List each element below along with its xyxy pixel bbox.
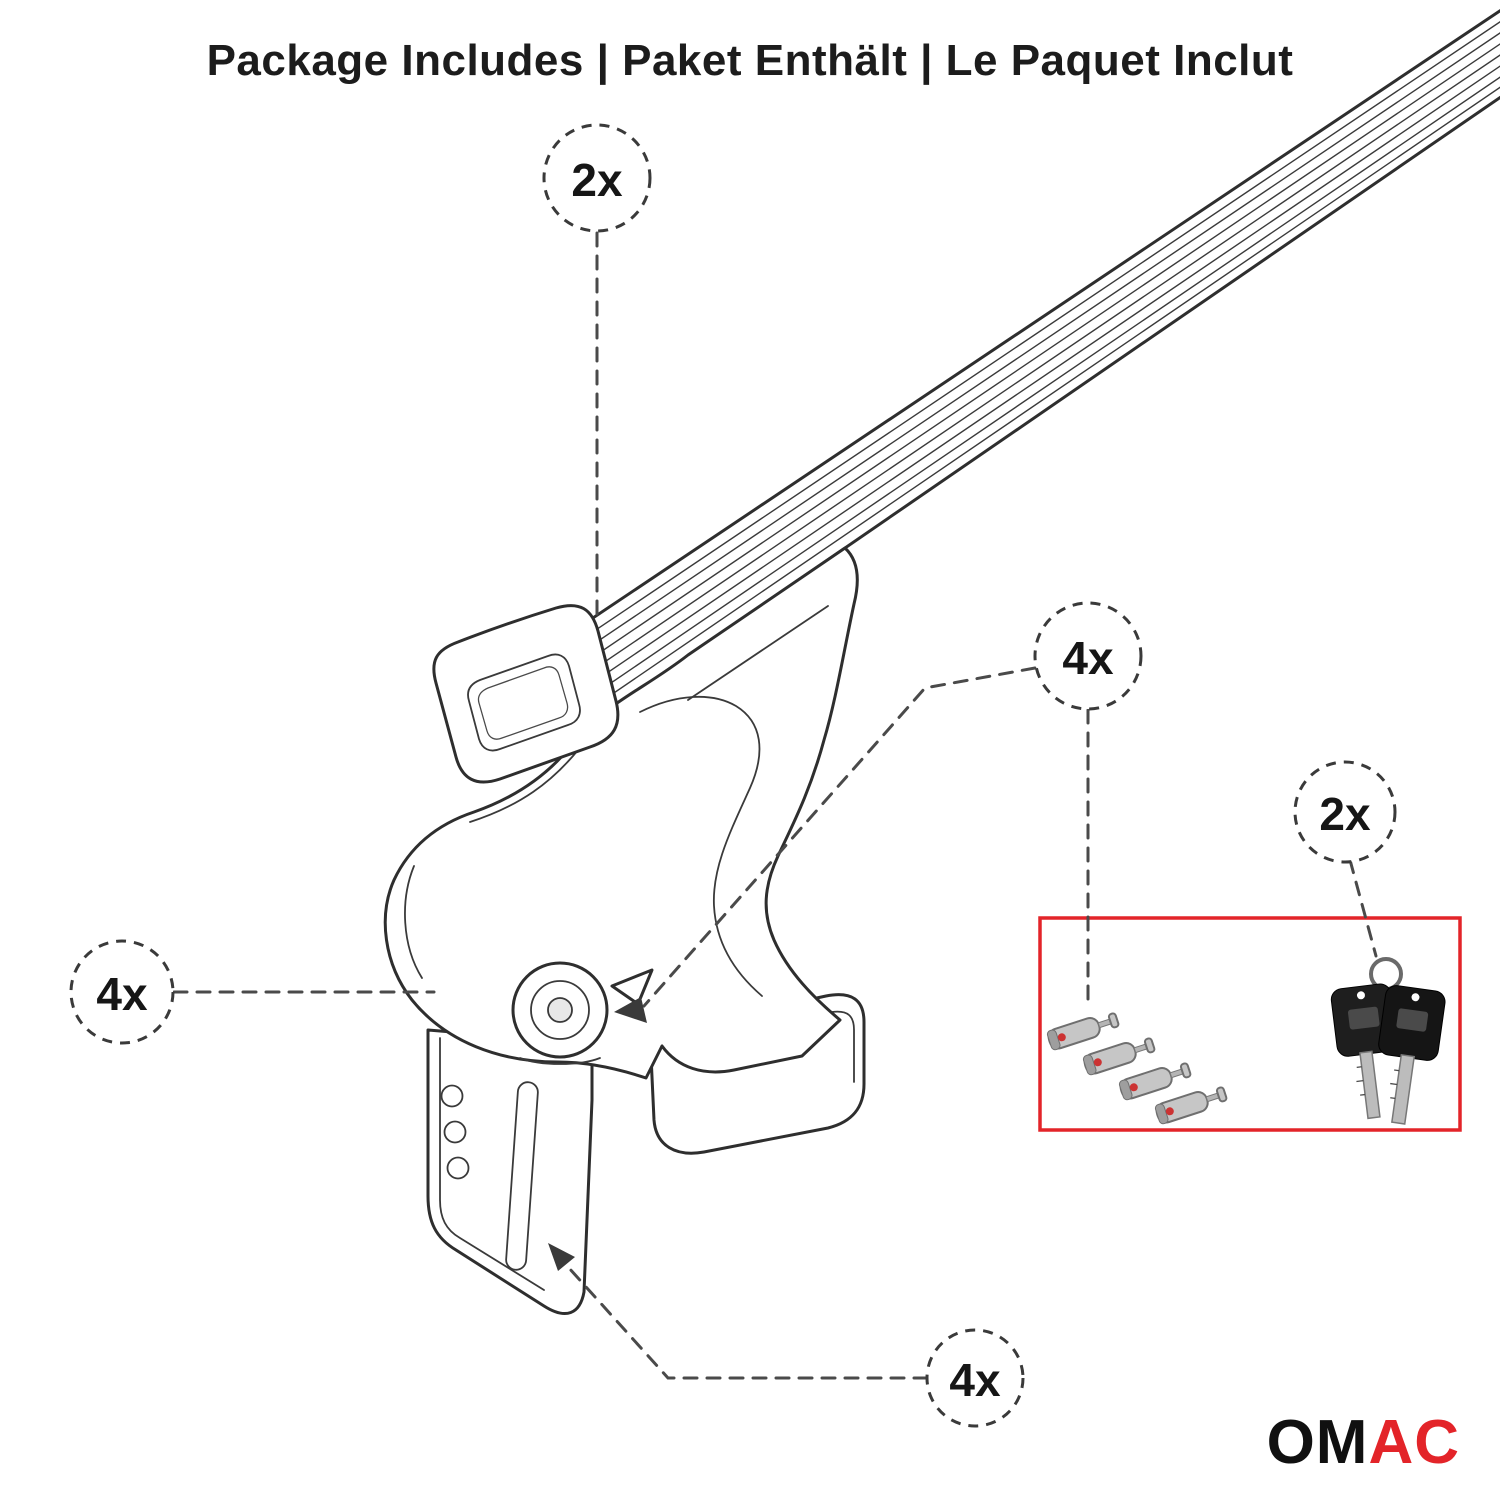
omac-logo: OMAC <box>1267 1407 1460 1478</box>
lock-cylinders-image <box>1046 1012 1228 1125</box>
callout-locks-qty: 4x <box>1033 601 1143 711</box>
svg-text:2x: 2x <box>571 154 623 206</box>
callout-keys-qty: 2x <box>1293 760 1397 864</box>
omac-logo-prefix: OM <box>1266 1408 1369 1477</box>
mounting-foot-drawing <box>383 546 859 1080</box>
svg-text:4x: 4x <box>1062 632 1114 684</box>
leader-locks-to-foot <box>642 666 1037 1008</box>
omac-logo-suffix: AC <box>1368 1408 1460 1477</box>
svg-text:2x: 2x <box>1319 788 1371 840</box>
foot-knob <box>511 961 609 1059</box>
crossbar-drawing <box>558 8 1500 724</box>
arrowhead-clamp <box>548 1243 575 1271</box>
leader-clamp <box>558 1256 929 1380</box>
end-cap-drawing <box>432 604 620 784</box>
leader-keys <box>1348 858 1378 958</box>
callout-crossbar-qty: 2x <box>542 123 652 233</box>
svg-text:4x: 4x <box>949 1354 1001 1406</box>
parts-box <box>1038 916 1462 1132</box>
svg-text:4x: 4x <box>96 968 148 1020</box>
callout-foot-qty: 4x <box>69 939 175 1045</box>
callout-lines <box>172 231 1378 1380</box>
crossbar-ribs <box>565 21 1500 711</box>
clamp-plate-drawing <box>426 1028 594 1316</box>
page-title: Package Includes | Paket Enthält | Le Pa… <box>206 36 1294 85</box>
arrowhead-foot <box>614 997 647 1023</box>
callout-clamp-qty: 4x <box>925 1328 1025 1428</box>
keys-image <box>1330 957 1446 1125</box>
